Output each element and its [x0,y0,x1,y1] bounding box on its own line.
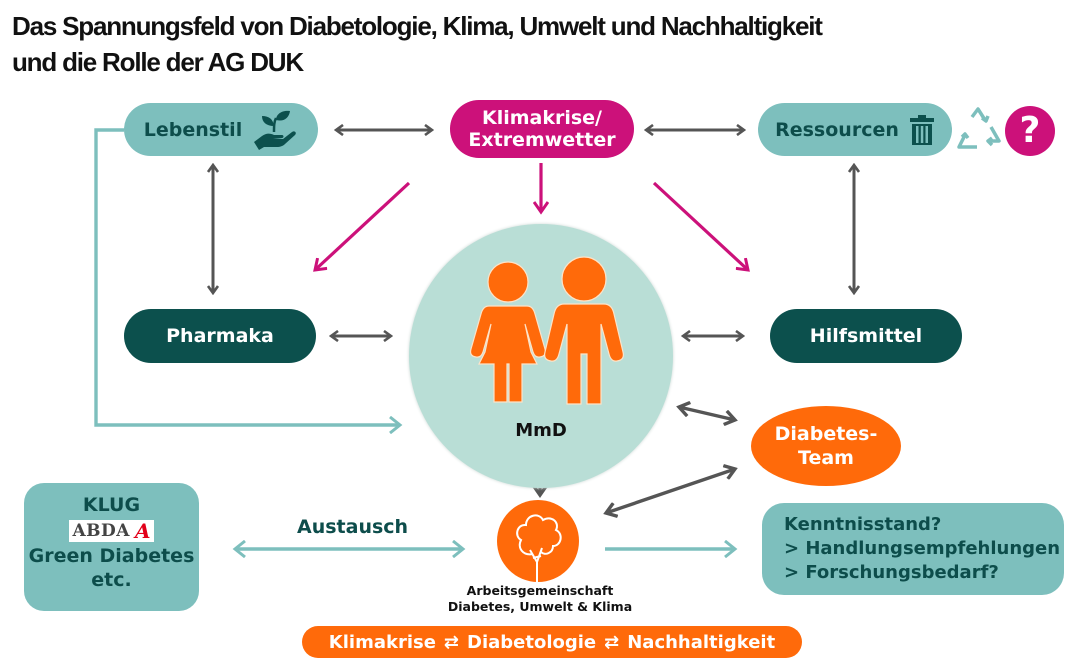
question-mark: ? [1019,110,1041,151]
recycle-icon [957,107,1001,149]
plant-in-hand-icon [254,110,297,150]
node-diabetes-team[interactable]: Diabetes- Team [751,406,901,486]
arrow-klimakrise-hilfsmittel [652,181,748,270]
kenntnis-line-3: > Forschungsbedarf? [784,562,999,583]
banner-klimakrise: Klimakrise [328,631,436,653]
node-kenntnisstand[interactable]: Kenntnisstand? > Handlungsempfehlungen >… [762,503,1064,595]
node-partners[interactable]: KLUG ABDA A Green Diabetes etc. [24,483,199,611]
abda-text: ABDA [72,521,130,541]
arrow-lebenstil-mmd [94,128,400,425]
green-diabetes-label: Green Diabetes [28,545,195,567]
node-mmd[interactable]: MmD [409,224,673,488]
ag-duk-line-1: Arbeitsgemeinschaft [466,583,614,598]
node-hilfsmittel[interactable]: Hilfsmittel [770,309,962,363]
trash-can-icon [909,114,934,145]
pharmaka-label: Pharmaka [166,325,274,347]
klimakrise-line-2: Extremwetter [468,129,616,151]
ag-duk-line-2: Diabetes, Umwelt & Klima [447,599,633,614]
klimakrise-line-1: Klimakrise/ [481,107,602,129]
kenntnis-line-2: > Handlungsempfehlungen [784,538,1061,559]
arrow-diabetes-team-ag [606,469,735,513]
diabetes-team-line-2: Team [798,447,854,469]
node-klimakrise[interactable]: Klimakrise/ Extremwetter [450,100,634,158]
banner-diabetologie: Diabetologie [467,631,597,653]
title-line-2: und die Rolle der AG DUK [12,47,304,77]
ressourcen-label: Ressourcen [775,118,899,141]
etc-label: etc. [91,569,132,591]
bottom-banner: Klimakrise ⇄ Diabetologie ⇄ Nachhaltigke… [302,626,802,658]
question-icon: ? [1005,106,1055,156]
page-title: Das Spannungsfeld von Diabetologie, Klim… [12,8,823,80]
woman-and-man-icon [469,256,624,405]
pharmacy-a-icon: A [134,519,151,543]
swap-arrows-icon: ⇄ [604,631,620,653]
swap-arrows-icon: ⇄ [443,631,460,653]
austausch-label: Austausch [297,516,409,538]
node-ressourcen[interactable]: Ressourcen [758,103,952,156]
arrow-klimakrise-pharmaka [315,181,411,270]
title-line-1: Das Spannungsfeld von Diabetologie, Klim… [12,11,823,41]
ag-duk-label: Arbeitsgemeinschaft Diabetes, Umwelt & K… [430,583,650,615]
node-lebenstil[interactable]: Lebenstil [124,103,318,156]
klug-label: KLUG [82,494,141,516]
banner-nachhaltigkeit: Nachhaltigkeit [627,631,776,653]
abda-logo: ABDA A [69,519,154,543]
lebenstil-label: Lebenstil [143,118,243,141]
mmd-label: MmD [515,420,567,441]
arrow-mmd-diabetes-team [679,407,735,420]
hilfsmittel-label: Hilfsmittel [809,325,923,347]
node-ag-duk[interactable] [497,500,579,582]
kenntnis-line-1: Kenntnisstand? [784,514,942,535]
node-pharmaka[interactable]: Pharmaka [124,309,316,363]
tree-icon [516,514,562,582]
diabetes-team-line-1: Diabetes- [774,423,878,445]
